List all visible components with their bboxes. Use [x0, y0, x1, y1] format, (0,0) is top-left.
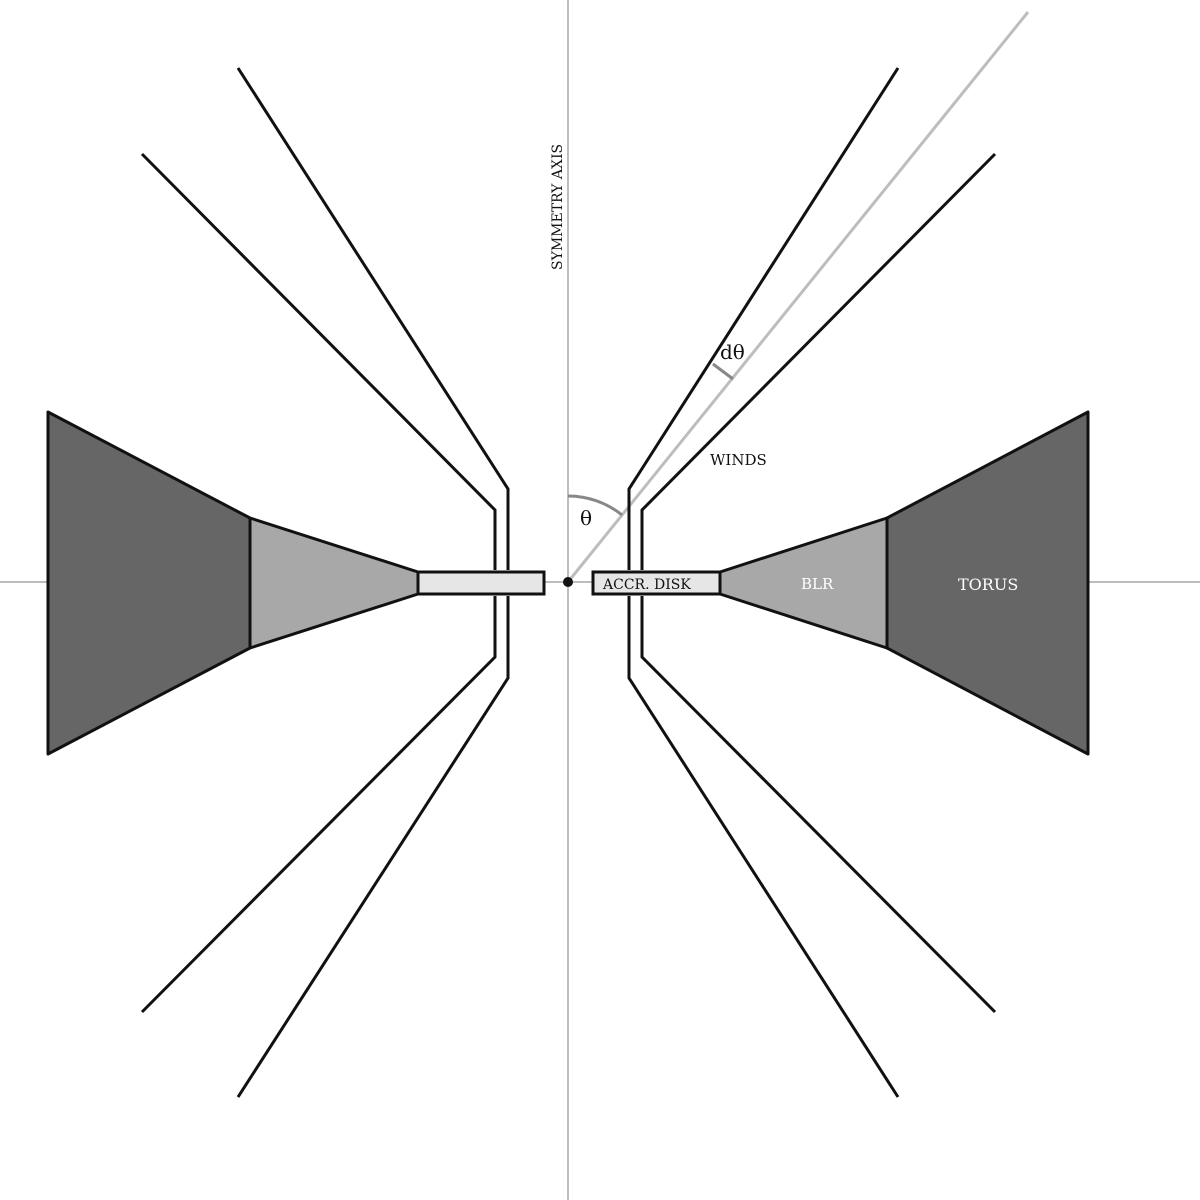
dtheta-tick	[712, 362, 734, 381]
line-of-sight	[566, 11, 1030, 583]
wind-lower-left-outer	[140, 596, 497, 1014]
accr-disk-label: ACCR. DISK	[602, 577, 691, 593]
wind-upper-right-inner	[627, 67, 900, 570]
accretion-disk-right	[591, 570, 722, 596]
wind-lower-right-inner	[627, 596, 900, 1098]
central-black-hole	[563, 577, 573, 587]
theta-label: θ	[580, 506, 592, 530]
wind-upper-left-inner	[236, 67, 510, 570]
wind-lower-left-inner	[236, 596, 510, 1098]
blr-label: BLR	[801, 575, 834, 593]
wind-lower-right-outer	[640, 596, 997, 1014]
wind-upper-right-outer	[640, 152, 997, 570]
symmetry-axis-label: SYMMETRY AXIS	[550, 144, 566, 270]
accretion-disk-left	[416, 570, 546, 596]
wind-upper-left-outer	[140, 152, 497, 570]
theta-arc	[567, 494, 623, 517]
torus-label: TORUS	[958, 575, 1018, 594]
winds-label: WINDS	[710, 451, 767, 469]
dtheta-label: dθ	[720, 340, 745, 364]
